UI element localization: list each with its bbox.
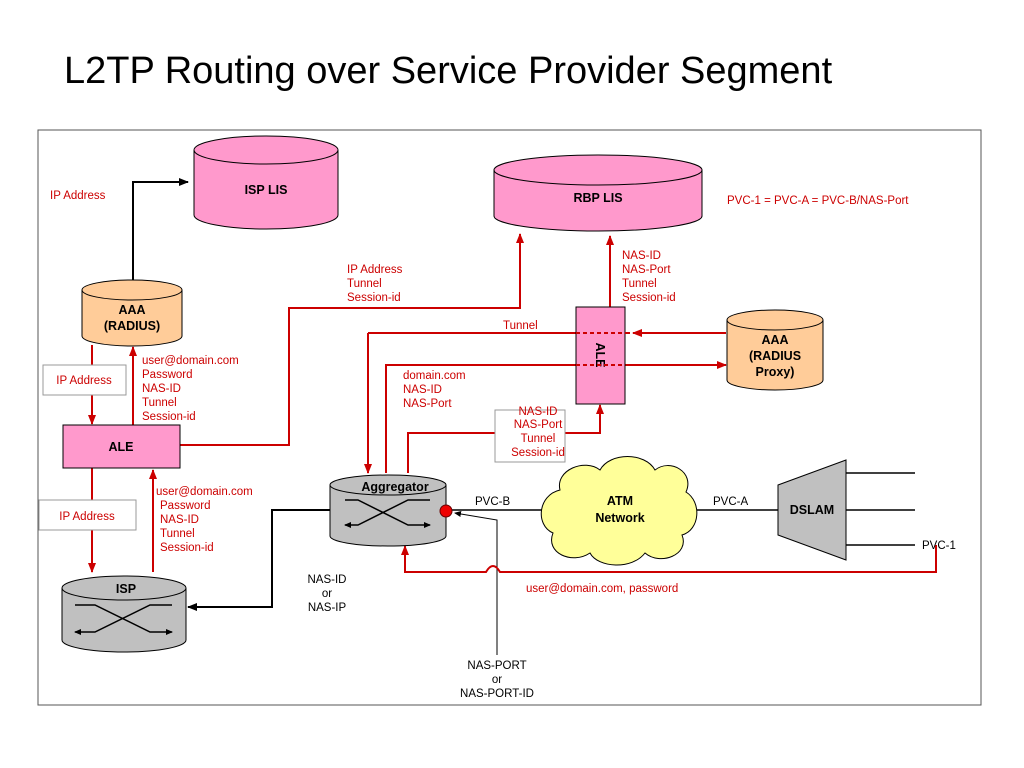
tunnel-label: Tunnel [503, 320, 538, 332]
agg-to-ale-label-2: NAS-ID [403, 384, 442, 396]
nas-id-ip-label-3: NAS-IP [308, 602, 347, 614]
rbp-param-label-3: Tunnel [622, 278, 657, 290]
atm-label: ATM [607, 494, 633, 508]
rbp-param-label-2: NAS-Port [622, 264, 671, 276]
rbp-lis-database: RBP LIS [493, 154, 703, 232]
ale-to-rbp-lis-arrow [180, 233, 524, 446]
boxed-param-1: NAS-ID [519, 406, 558, 418]
aggregator-to-isp-arrow [187, 509, 330, 611]
nas-port-pointer [454, 511, 498, 655]
pvc-equation-label: PVC-1 = PVC-A = PVC-B/NAS-Port [727, 195, 909, 207]
isp-to-ale-label-3: NAS-ID [160, 514, 199, 526]
nas-port-label-1: NAS-PORT [467, 660, 526, 672]
pvc-b-label: PVC-B [475, 496, 510, 508]
boxed-param-2: NAS-Port [514, 419, 563, 431]
ip-address-box-2-label: IP Address [59, 511, 115, 523]
agg-to-ale-label-1: domain.com [403, 370, 466, 382]
ale-to-aaa-label-1: user@domain.com [142, 355, 239, 367]
rbp-param-label-4: Session-id [622, 292, 676, 304]
ale-to-aaa-label-4: Tunnel [142, 397, 177, 409]
aggregator-cross-arrows-icon [344, 499, 431, 528]
aaa-proxy-label-3: Proxy) [756, 365, 795, 379]
ale-to-aaa-label-5: Session-id [142, 411, 196, 423]
ale-left-label: ALE [109, 440, 134, 454]
ale-to-aaa-label-2: Password [142, 369, 193, 381]
isp-to-ale-label-4: Tunnel [160, 528, 195, 540]
network-label: Network [595, 511, 644, 525]
nas-id-ip-label-1: NAS-ID [308, 574, 347, 586]
isp-to-ale-label-1: user@domain.com [156, 486, 253, 498]
dslam-label: DSLAM [790, 503, 834, 517]
aggregator-port-dot [439, 504, 453, 518]
rbp-param-label-1: NAS-ID [622, 250, 661, 262]
ale-right-label: ALE [593, 343, 607, 368]
ale-right-box: ALE [575, 306, 626, 405]
user-password-label: user@domain.com, password [526, 583, 678, 595]
ale-to-rbp-label-2: Tunnel [347, 278, 382, 290]
nas-port-label-2: or [492, 674, 502, 686]
isp-cross-arrows-icon [74, 604, 173, 635]
isp-router: ISP [61, 575, 187, 653]
ale-to-rbp-label-3: Session-id [347, 292, 401, 304]
aaa-proxy-label-2: (RADIUS [749, 349, 801, 363]
rbp-lis-label: RBP LIS [573, 191, 622, 205]
atm-network-cloud: ATM Network [540, 456, 698, 566]
pvc1-user-password-arrow [401, 545, 937, 573]
boxed-param-3: Tunnel [521, 433, 556, 445]
dslam-device: DSLAM [777, 459, 847, 561]
aaa-label: AAA [118, 303, 145, 317]
isp-to-ale-label-5: Session-id [160, 542, 214, 554]
isp-label: ISP [116, 582, 136, 596]
ale-left-box: ALE [62, 424, 181, 469]
boxed-param-4: Session-id [511, 447, 565, 459]
aaa-proxy-label-1: AAA [761, 333, 788, 347]
aaa-radius-database: AAA (RADIUS) [81, 279, 183, 347]
pvc-a-label: PVC-A [713, 496, 748, 508]
boxed-params: NAS-ID NAS-Port Tunnel Session-id [494, 406, 566, 463]
page-title: L2TP Routing over Service Provider Segme… [64, 50, 833, 92]
aaa-to-isp-lis-arrow [132, 178, 189, 282]
ip-address-box-1: IP Address [42, 364, 127, 396]
ip-address-box-2: IP Address [38, 499, 137, 531]
aggregator-router: Aggregator [329, 474, 447, 547]
ip-address-box-1-label: IP Address [56, 375, 112, 387]
ip-address-top-label: IP Address [50, 190, 106, 202]
nas-id-ip-label-2: or [322, 588, 332, 600]
aggregator-label: Aggregator [361, 480, 429, 494]
ale-to-rbp-label-1: IP Address [347, 264, 403, 276]
isp-lis-label: ISP LIS [245, 183, 288, 197]
aaa-radius-label: (RADIUS) [104, 319, 160, 333]
nas-port-label-3: NAS-PORT-ID [460, 688, 534, 700]
aaa-radius-proxy-database: AAA (RADIUS Proxy) [726, 309, 824, 391]
isp-lis-database: ISP LIS [193, 135, 339, 230]
pvc-1-label: PVC-1 [922, 540, 956, 552]
agg-to-ale-label-3: NAS-Port [403, 398, 452, 410]
isp-to-ale-label-2: Password [160, 500, 211, 512]
ale-to-aaa-label-3: NAS-ID [142, 383, 181, 395]
